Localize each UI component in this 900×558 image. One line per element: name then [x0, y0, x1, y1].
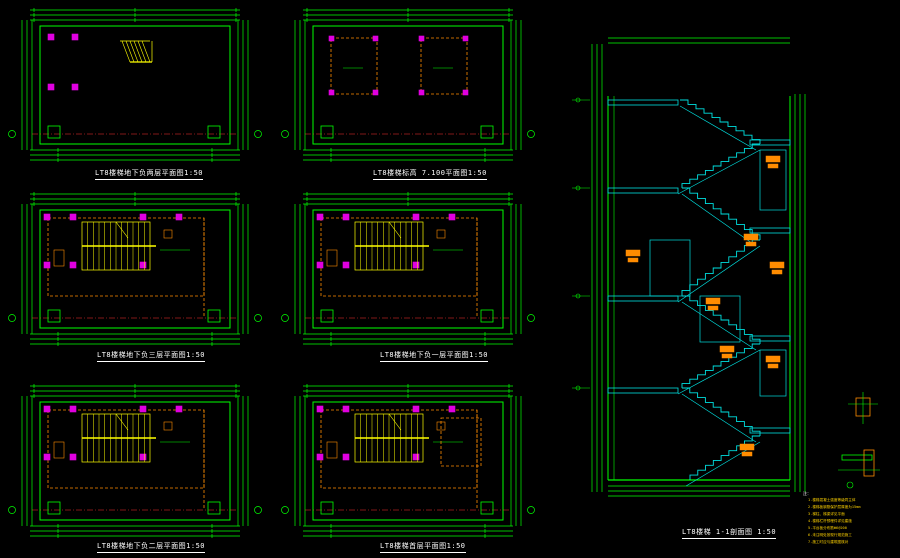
plan-title-1: LT8楼梯地下负两层平面图1:50	[95, 168, 204, 180]
note-1: 1.楼梯混凝土强度等级同主体	[808, 498, 856, 502]
note-3: 3.梯柱、梯梁详见平面	[808, 512, 845, 516]
note-6: 6.未注明处按现行规范施工	[808, 533, 852, 537]
note-4: 4.楼梯栏杆预埋件详见建施	[808, 519, 852, 523]
note-2: 2.楼梯板钢筋保护层厚度为15mm	[808, 505, 861, 509]
section-title: LT8楼梯 1-1剖面图 1:50	[682, 527, 777, 539]
plan-views	[8, 8, 535, 538]
plan-title-2: LT8楼梯标高 7.100平面图1:50	[373, 168, 487, 180]
plan-drawing-6	[281, 384, 535, 538]
plan-drawing-3	[8, 192, 262, 346]
plan-title-6: LT8楼梯首层平面图1:50	[380, 541, 466, 553]
plan-title-5: LT8楼梯地下负二层平面图1:50	[97, 541, 206, 553]
plan-drawing-5	[8, 384, 262, 538]
section-view	[572, 37, 806, 497]
plan-drawing-2	[281, 8, 535, 162]
detail-view	[838, 392, 880, 489]
plan-drawing-1	[8, 8, 262, 162]
plan-title-3: LT8楼梯地下负三层平面图1:50	[97, 350, 206, 362]
notes-header: 注：	[803, 491, 811, 496]
plan-drawing-4	[281, 192, 535, 346]
note-5: 5.平台板分布筋Φ6@200	[808, 526, 847, 530]
plan-title-4: LT8楼梯地下负一层平面图1:50	[380, 350, 489, 362]
note-7: 7.施工时应与建筑图核对	[808, 540, 849, 544]
